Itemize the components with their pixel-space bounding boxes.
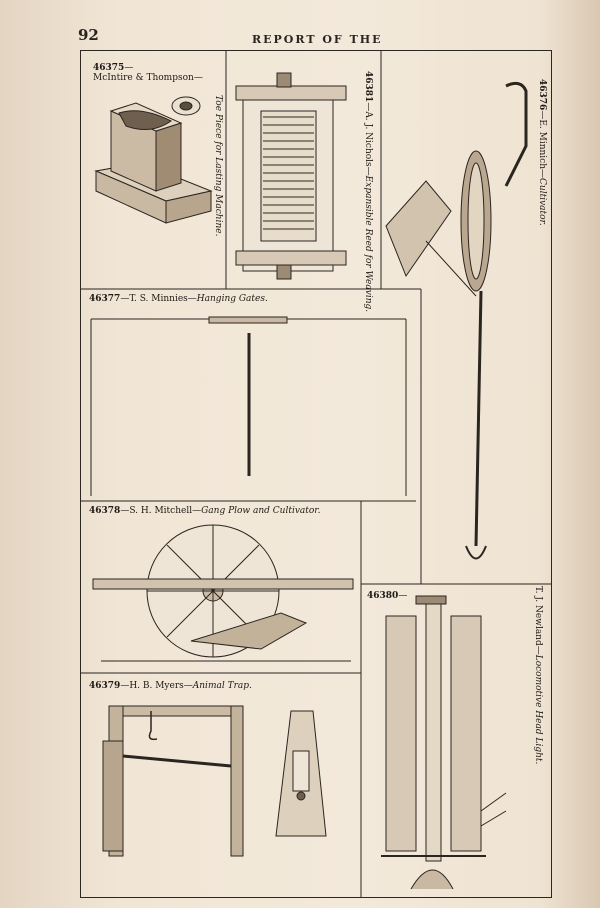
engraving-plate: 46375— McIntire & Thompson— Toe Piece fo… (80, 50, 552, 898)
fig-46378-caption: 46378—S. H. Mitchell—Gang Plow and Culti… (89, 506, 321, 516)
fig-46375-caption: 46375— McIntire & Thompson— (93, 63, 203, 83)
fig-46376-caption: 46376—E. Minnich—Cultivator. (537, 79, 547, 226)
reed-frame-drawing (235, 72, 347, 280)
plate-drawings (81, 51, 551, 897)
head-light-drawing (381, 595, 507, 890)
running-header: REPORT OF THE (252, 33, 383, 46)
fig-46381-caption: 46381—A. J. Nichols—Expansible Reed for … (363, 71, 373, 313)
fig-46379-caption: 46379—H. B. Myers—Animal Trap. (89, 681, 252, 691)
gang-plow-drawing (92, 524, 354, 662)
cultivator-drawing (385, 81, 528, 560)
animal-trap-drawing (102, 705, 327, 857)
fig-46375-title: Toe Piece for Lasting Machine. (213, 95, 223, 237)
toe-piece-drawing (94, 96, 213, 224)
page-number: 92 (78, 26, 99, 44)
fig-46380-number: 46380— (367, 591, 408, 601)
hanging-gate-drawing (90, 316, 407, 496)
fig-46380-caption: T. J. Newland—Locomotive Head Light. (533, 586, 543, 765)
fig-46377-caption: 46377—T. S. Minnies—Hanging Gates. (89, 294, 268, 304)
